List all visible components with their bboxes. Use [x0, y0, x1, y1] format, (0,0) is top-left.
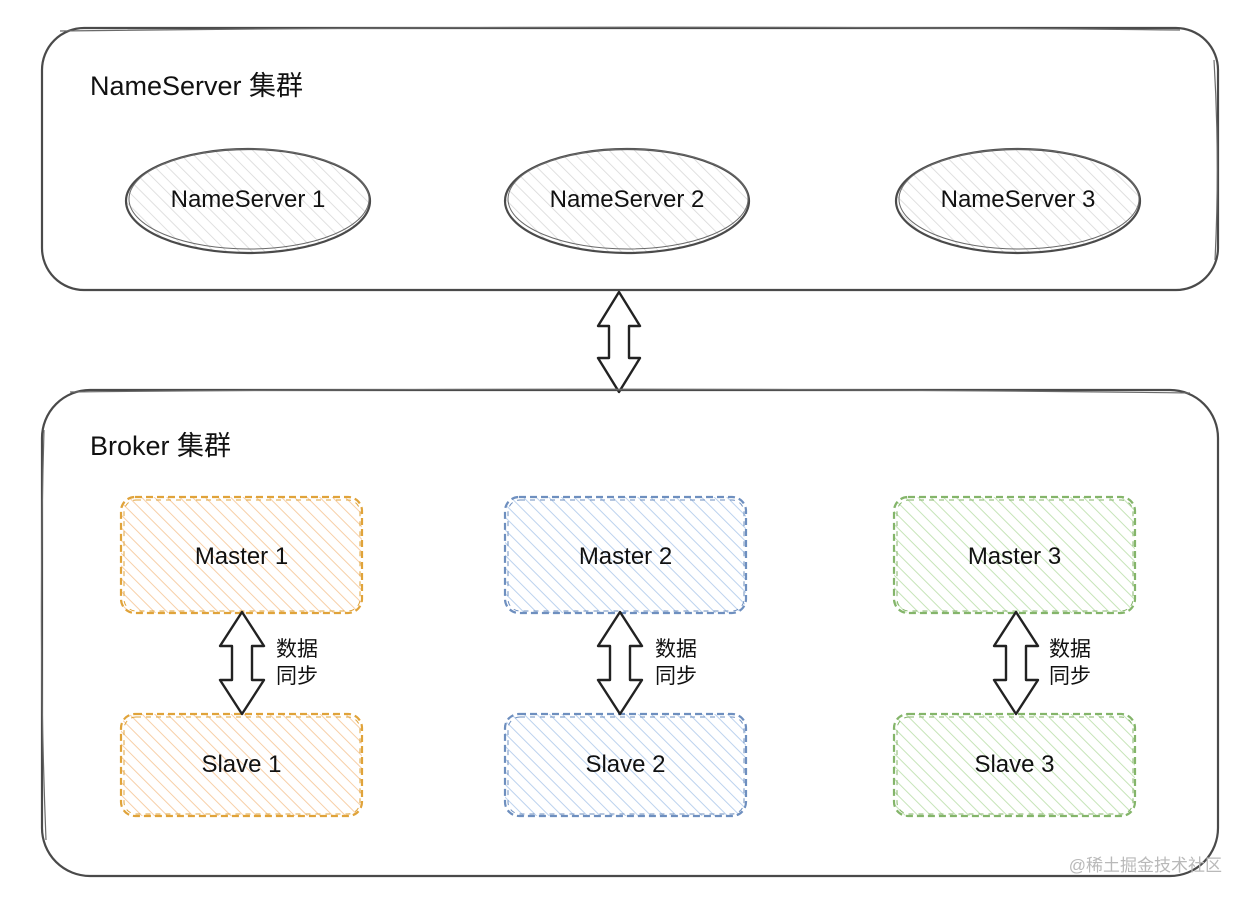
- slave-3-label: Slave 3: [974, 751, 1055, 778]
- cluster-connection-arrow: [596, 290, 642, 394]
- master-2-box: [503, 495, 748, 615]
- slave-2-label: Slave 2: [585, 751, 666, 778]
- sync-label-1: 数据 同步: [276, 636, 318, 690]
- nameserver-node-2-shape: [503, 147, 751, 255]
- nameserver-node-1-shape: [124, 147, 372, 255]
- nameserver-node-2-label: NameServer 2: [549, 186, 705, 213]
- sync-arrow-1: [218, 610, 266, 716]
- sync-label-2-line1: 数据: [655, 638, 697, 661]
- nameserver-cluster-box: [40, 26, 1220, 292]
- broker-group-3: [892, 495, 1137, 818]
- sync-label-2: 数据 同步: [655, 636, 697, 690]
- sync-arrow-2: [596, 610, 644, 716]
- sync-label-3-line2: 同步: [1049, 665, 1091, 688]
- slave-2-box: [503, 712, 748, 818]
- sync-label-3-line1: 数据: [1049, 638, 1091, 661]
- nameserver-node-3-shape: [894, 147, 1142, 255]
- broker-group-2: [503, 495, 748, 818]
- nameserver-cluster-title: NameServer 集群: [90, 71, 304, 101]
- broker-group-1: [119, 495, 364, 818]
- master-2-label: Master 2: [578, 543, 673, 570]
- master-1-label: Master 1: [194, 543, 289, 570]
- sync-arrow-3: [992, 610, 1040, 716]
- slave-1-box: [119, 712, 364, 818]
- sync-label-1-line2: 同步: [276, 665, 318, 688]
- nameserver-node-1-label: NameServer 1: [170, 186, 326, 213]
- slave-3-box: [892, 712, 1137, 818]
- broker-cluster-title: Broker 集群: [90, 431, 232, 461]
- broker-cluster-box: [40, 388, 1220, 878]
- sync-label-2-line2: 同步: [655, 665, 697, 688]
- master-3-label: Master 3: [967, 543, 1062, 570]
- watermark: @稀土掘金技术社区: [1068, 856, 1222, 875]
- sync-label-1-line1: 数据: [276, 638, 318, 661]
- nameserver-node-3-label: NameServer 3: [940, 186, 1096, 213]
- sync-label-3: 数据 同步: [1049, 636, 1091, 690]
- slave-1-label: Slave 1: [201, 751, 282, 778]
